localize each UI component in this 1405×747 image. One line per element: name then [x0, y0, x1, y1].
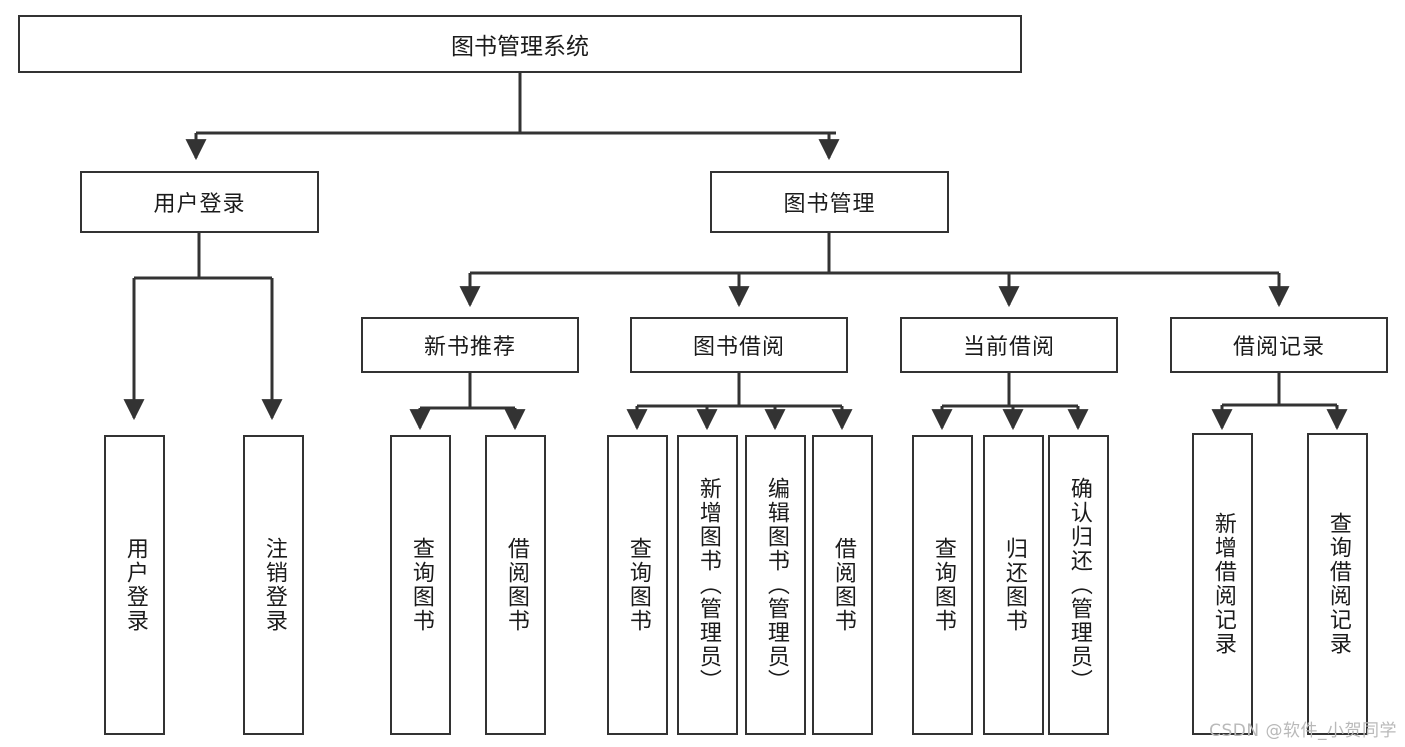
node-leaf-borrow-book-1-label: 借阅图书 [503, 537, 529, 633]
node-leaf-confirm-return[interactable]: 确认归还（管理员） [1048, 435, 1109, 735]
node-leaf-query-record-label: 查询借阅记录 [1325, 512, 1351, 656]
node-book-manage[interactable]: 图书管理 [710, 171, 949, 233]
node-leaf-query-book-2-label: 查询图书 [625, 537, 651, 633]
node-leaf-edit-book[interactable]: 编辑图书（管理员） [745, 435, 806, 735]
watermark-text: CSDN @软件_小贺同学 [1209, 721, 1397, 741]
node-current-borrow-label: 当前借阅 [962, 335, 1055, 360]
node-leaf-user-logout-label: 注销登录 [261, 537, 287, 633]
node-leaf-borrow-book-2[interactable]: 借阅图书 [812, 435, 873, 735]
node-leaf-user-login-label: 用户登录 [122, 537, 148, 633]
node-leaf-add-book-label: 新增图书（管理员） [695, 477, 721, 693]
node-leaf-return-book-label: 归还图书 [1001, 537, 1027, 633]
node-borrow-record[interactable]: 借阅记录 [1170, 317, 1388, 373]
node-leaf-query-record[interactable]: 查询借阅记录 [1307, 433, 1368, 735]
node-leaf-return-book[interactable]: 归还图书 [983, 435, 1044, 735]
node-leaf-user-login[interactable]: 用户登录 [104, 435, 165, 735]
node-leaf-confirm-return-label: 确认归还（管理员） [1066, 477, 1092, 693]
node-leaf-edit-book-label: 编辑图书（管理员） [763, 477, 789, 693]
node-leaf-query-book-1-label: 查询图书 [408, 537, 434, 633]
node-current-borrow[interactable]: 当前借阅 [900, 317, 1118, 373]
node-book-borrow[interactable]: 图书借阅 [630, 317, 848, 373]
node-leaf-add-record[interactable]: 新增借阅记录 [1192, 433, 1253, 735]
node-leaf-query-book-2[interactable]: 查询图书 [607, 435, 668, 735]
node-root-label: 图书管理系统 [451, 34, 589, 60]
node-leaf-add-book[interactable]: 新增图书（管理员） [677, 435, 738, 735]
node-user-login-label: 用户登录 [153, 192, 246, 217]
node-book-manage-label: 图书管理 [783, 192, 876, 217]
node-leaf-add-record-label: 新增借阅记录 [1210, 512, 1236, 656]
node-user-login[interactable]: 用户登录 [80, 171, 319, 233]
node-leaf-query-book-3-label: 查询图书 [930, 537, 956, 633]
node-leaf-query-book-1[interactable]: 查询图书 [390, 435, 451, 735]
node-book-borrow-label: 图书借阅 [692, 335, 785, 360]
node-root[interactable]: 图书管理系统 [18, 15, 1022, 73]
node-new-book-recommend[interactable]: 新书推荐 [361, 317, 579, 373]
node-leaf-borrow-book-2-label: 借阅图书 [830, 537, 856, 633]
node-leaf-user-logout[interactable]: 注销登录 [243, 435, 304, 735]
node-leaf-borrow-book-1[interactable]: 借阅图书 [485, 435, 546, 735]
node-leaf-query-book-3[interactable]: 查询图书 [912, 435, 973, 735]
node-new-book-recommend-label: 新书推荐 [423, 335, 516, 360]
node-borrow-record-label: 借阅记录 [1232, 335, 1325, 360]
